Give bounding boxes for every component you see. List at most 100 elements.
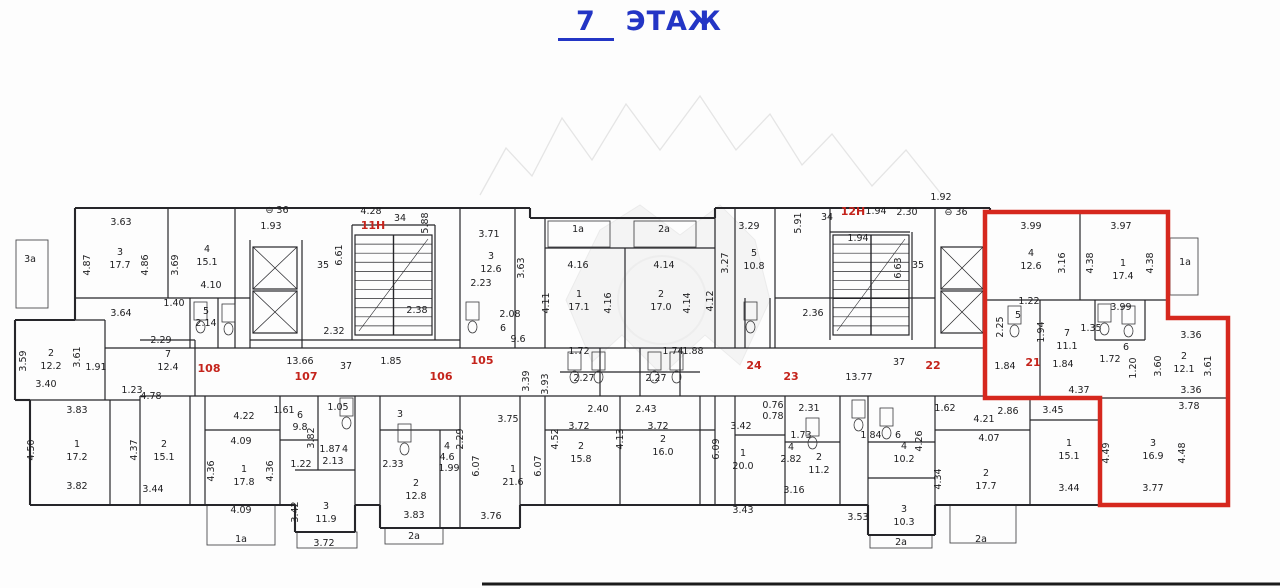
plan-label: 35 xyxy=(317,260,329,271)
plan-label: 11.1 xyxy=(1056,341,1077,352)
bathroom-fixture xyxy=(397,423,412,443)
plan-label: 3.77 xyxy=(1142,483,1163,494)
plan-label: 3.44 xyxy=(142,484,163,495)
apartment-number: 105 xyxy=(471,354,494,367)
plan-label: 16.9 xyxy=(1142,451,1163,462)
plan-label: 3.64 xyxy=(110,308,131,319)
plan-label: 1.84 xyxy=(994,361,1015,372)
bathroom-fixture xyxy=(851,399,866,419)
toilet-fixture xyxy=(745,320,756,334)
plan-label: 2.31 xyxy=(798,403,819,414)
plan-label: 12.2 xyxy=(40,361,61,372)
plan-label: 1.87 xyxy=(319,444,340,455)
plan-label: 2.25 xyxy=(995,316,1006,337)
plan-label: 4.09 xyxy=(230,436,251,447)
plan-label: 15.1 xyxy=(196,257,217,268)
bathroom-fixture xyxy=(669,351,684,371)
stair-direction-line xyxy=(358,238,429,332)
plan-label: 1 xyxy=(1120,258,1126,269)
toilet-fixture xyxy=(593,370,604,384)
plan-label: 4.37 xyxy=(129,439,140,460)
plan-label: 2.32 xyxy=(323,326,344,337)
plan-label: 3.61 xyxy=(72,346,83,367)
plan-label: 3.61 xyxy=(1203,355,1214,376)
plan-label: 9.6 xyxy=(510,334,525,345)
plan-label: 6 xyxy=(1123,342,1129,353)
plan-label: 3 xyxy=(488,251,494,262)
plan-label: 3.39 xyxy=(521,370,532,391)
plan-label: 2.27 xyxy=(645,373,666,384)
plan-label: 4.36 xyxy=(206,460,217,481)
plan-label: 13.66 xyxy=(286,356,313,367)
plan-label: 3.99 xyxy=(1020,221,1041,232)
plan-label: 4.28 xyxy=(360,206,381,217)
plan-label: 3.42 xyxy=(290,501,301,522)
plan-label: 2a xyxy=(895,537,907,548)
stair-direction-line xyxy=(836,238,906,332)
plan-label: 20.0 xyxy=(732,461,753,472)
plan-label: 3.72 xyxy=(568,421,589,432)
plan-label: 3a xyxy=(24,254,36,265)
plan-label: 3.82 xyxy=(66,481,87,492)
plan-label: 4 xyxy=(204,244,210,255)
plan-label: 3.43 xyxy=(732,505,753,516)
bathroom-fixture xyxy=(1097,303,1112,323)
apartment-number: 24 xyxy=(746,359,762,372)
plan-label: 17.7 xyxy=(975,481,996,492)
apartment-number: 11Н xyxy=(361,219,386,232)
plan-label: 1.93 xyxy=(260,221,281,232)
plan-label: 4.12 xyxy=(705,290,716,311)
elevator-cross-line xyxy=(252,246,298,290)
plan-label: 2 xyxy=(413,478,419,489)
plan-label: 4.36 xyxy=(265,460,276,481)
plan-label: 1.73 xyxy=(790,430,811,441)
floor-word: ЭТАЖ xyxy=(625,6,722,37)
bathroom-fixture xyxy=(221,303,236,323)
plan-label: 6.09 xyxy=(711,438,722,459)
plan-label: 3.63 xyxy=(516,257,527,278)
plan-label: 1.91 xyxy=(85,362,106,373)
watermark-circle xyxy=(617,255,707,345)
apartment-number: 107 xyxy=(295,370,318,383)
plan-label: 3.60 xyxy=(1153,355,1164,376)
plan-label: 0.78 xyxy=(762,411,783,422)
plan-label: 1.23 xyxy=(121,385,142,396)
plan-label: 3.63 xyxy=(110,217,131,228)
plan-label: 4.48 xyxy=(1177,442,1188,463)
plan-label: 4.10 xyxy=(200,280,221,291)
balcony-outline xyxy=(547,220,611,248)
elevator-cross-line xyxy=(940,290,984,334)
apartment-number: 21 xyxy=(1025,356,1040,369)
bathroom-fixture xyxy=(743,301,758,321)
plan-label: 2a xyxy=(975,534,987,545)
plan-label: 4.49 xyxy=(1101,442,1112,463)
bathroom-fixture xyxy=(1007,305,1022,325)
plan-label: 2 xyxy=(161,439,167,450)
apartment-number: 12Н xyxy=(841,205,866,218)
plan-label: 1.94 xyxy=(847,233,868,244)
plan-label: 2.33 xyxy=(382,459,403,470)
plan-label: 1.20 xyxy=(1128,357,1139,378)
plan-label: 3.97 xyxy=(1110,221,1131,232)
plan-label: 1.72 xyxy=(568,346,589,357)
plan-label: 4 xyxy=(788,442,794,453)
balcony-outline xyxy=(15,239,49,309)
plan-label: 3.93 xyxy=(540,373,551,394)
elevator-shaft xyxy=(252,246,298,290)
plan-label: 2 xyxy=(1181,351,1187,362)
plan-label: 11.2 xyxy=(808,465,829,476)
plan-label: 4.22 xyxy=(233,411,254,422)
plan-label: 2.08 xyxy=(499,309,520,320)
plan-label: 4.16 xyxy=(567,260,588,271)
plan-label: 2.13 xyxy=(322,456,343,467)
plan-label: 1 xyxy=(241,464,247,475)
plan-label: 1.62 xyxy=(934,403,955,414)
plan-label: 2.86 xyxy=(997,406,1018,417)
plan-label: 6.07 xyxy=(533,455,544,476)
plan-label: 11.9 xyxy=(315,514,336,525)
plan-label: 3.40 xyxy=(35,379,56,390)
plan-label: 1 xyxy=(1066,438,1072,449)
elevator-cross-line xyxy=(940,246,984,290)
plan-label: 12.6 xyxy=(1020,261,1041,272)
plan-label: 3 xyxy=(323,501,329,512)
